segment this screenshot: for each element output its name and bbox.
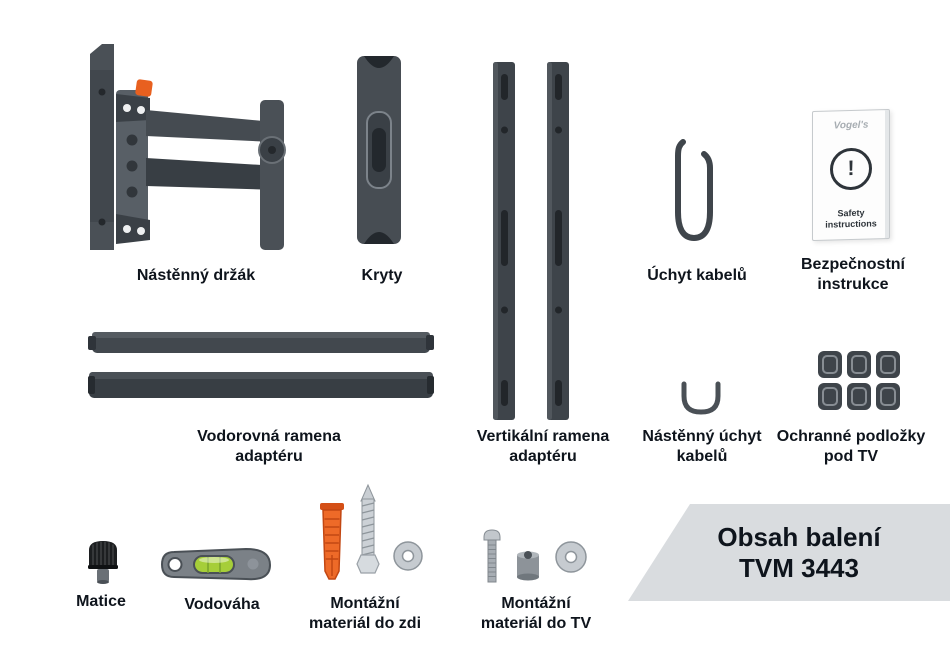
tv-pad-inner: [880, 387, 896, 406]
tv-pad-inner: [851, 355, 867, 374]
nut-illustration: [88, 541, 118, 584]
horizontal-arms-illustration: [88, 332, 434, 398]
covers-illustration: [357, 56, 401, 244]
tv-pads-figure: [818, 351, 900, 410]
banner-title: Obsah balení: [717, 521, 881, 552]
wall-cable-clip-illustration: [681, 381, 721, 415]
booklet-caption: Safety instructions: [825, 207, 877, 230]
label-horizontal-arms: Vodorovná ramena adaptéru: [197, 428, 341, 465]
label-wall-cable-clip: Nástěnný úchyt kabelů: [642, 428, 762, 465]
spirit-level-illustration: [160, 547, 272, 581]
tv-pad: [847, 351, 871, 378]
alert-glyph: !: [847, 157, 855, 181]
label-tv-hardware: Montážní materiál do TV: [480, 595, 592, 632]
booklet-brand-logo: Vogel's: [833, 119, 869, 132]
tv-pad: [818, 351, 842, 378]
label-vertical-arms: Vertikální ramena adaptéru: [476, 428, 610, 465]
label-cable-clip: Úchyt kabelů: [647, 267, 747, 284]
label-nut: Matice: [76, 593, 126, 610]
label-tv-pads: Ochranné podložky pod TV: [776, 428, 926, 465]
tv-pad: [876, 383, 900, 410]
label-wall-mount: Nástěnný držák: [136, 267, 256, 284]
safety-booklet-figure: Vogel's ! Safety instructions: [812, 108, 890, 242]
contents-banner: Obsah balení TVM 3443: [628, 504, 950, 601]
label-covers: Kryty: [361, 267, 403, 284]
tv-pad-inner: [822, 387, 838, 406]
banner-model: TVM 3443: [739, 552, 859, 583]
banner-text-block: Obsah balení TVM 3443: [628, 522, 950, 583]
wall-mount-illustration: [90, 44, 286, 250]
label-safety-booklet: Bezpečnostní instrukce: [800, 256, 905, 293]
vertical-rail-right-illustration: [547, 62, 569, 420]
wall-hardware-illustration: [320, 483, 423, 580]
alert-icon: !: [830, 147, 872, 191]
tv-pad-inner: [880, 355, 896, 374]
tv-pad: [847, 383, 871, 410]
tv-hardware-illustration: [483, 529, 587, 583]
label-wall-hardware: Montážní materiál do zdi: [308, 595, 422, 632]
cable-clip-illustration: [675, 139, 713, 242]
tv-pad-inner: [851, 387, 867, 406]
label-spirit-level: Vodováha: [184, 596, 260, 613]
vertical-rail-left-illustration: [493, 62, 515, 420]
tv-pad-inner: [822, 355, 838, 374]
tv-pad: [818, 383, 842, 410]
tv-pad: [876, 351, 900, 378]
